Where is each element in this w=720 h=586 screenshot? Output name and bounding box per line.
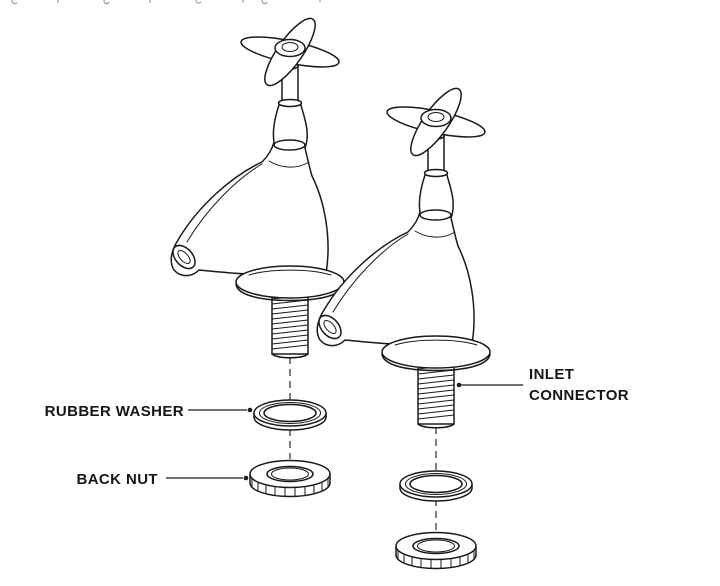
inlet-connector-leader-dot: [456, 382, 462, 388]
assembly-centerlines: [289, 357, 437, 531]
back-nut-label: BACK NUT: [76, 471, 158, 488]
back-nut-leader-dot: [243, 475, 249, 481]
left-rubber-washer-illustration: [253, 399, 327, 431]
left-tap-illustration: [167, 11, 345, 359]
rubber-washer-leader-dot: [247, 407, 253, 413]
right-back-nut-illustration: [395, 531, 477, 570]
inlet-connector-label: INLET CONNECTOR: [529, 366, 629, 404]
right-rubber-washer-illustration: [399, 470, 473, 502]
left-back-nut-illustration: [249, 459, 331, 498]
right-tap-illustration: [313, 81, 491, 429]
leader-lines: [166, 382, 523, 481]
rubber-washer-label: RUBBER WASHER: [44, 403, 184, 420]
clipped-text-fragments: [11, 0, 321, 5]
